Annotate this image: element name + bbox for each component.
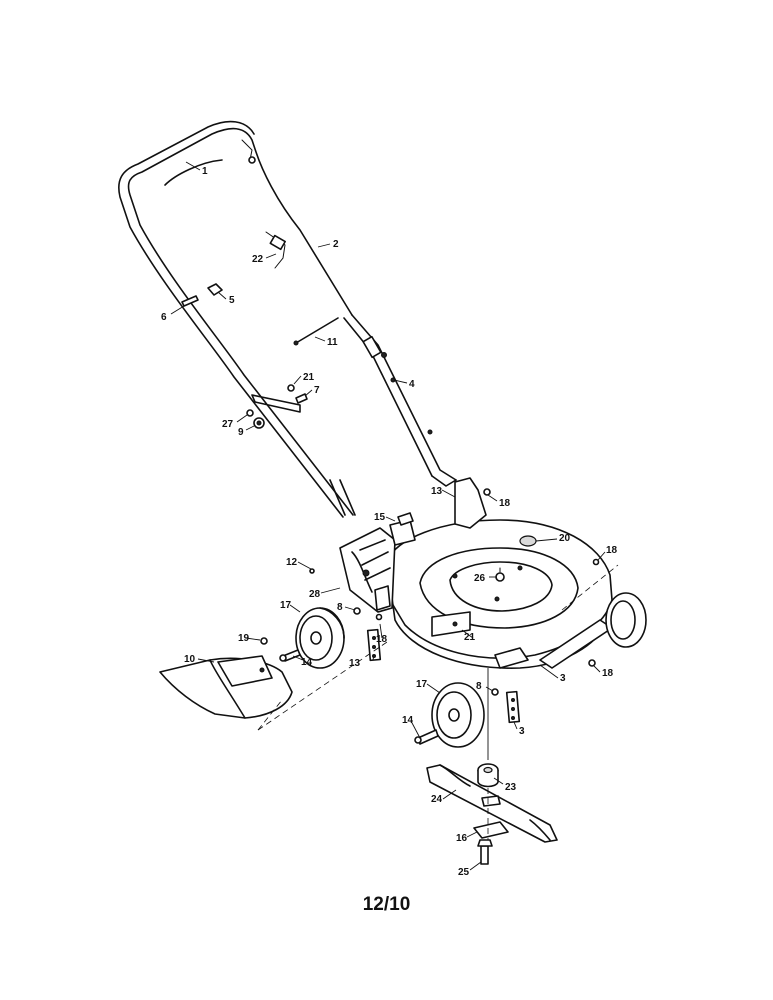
callout-14-rear: 14 [301, 657, 313, 668]
front-wheel-left [431, 682, 485, 748]
callout-5: 5 [229, 295, 235, 306]
rear-wheel [295, 607, 345, 669]
upper-handle [118, 120, 354, 518]
callout-3-bracket: 3 [519, 726, 525, 737]
handle-knob [181, 283, 223, 307]
callout-19: 19 [238, 633, 250, 644]
handle-rod [293, 317, 339, 346]
callout-8-rear: 8 [337, 602, 343, 613]
mower-deck [387, 519, 613, 669]
callout-22: 22 [252, 254, 264, 265]
callout-12: 12 [286, 557, 298, 568]
callout-numbers: 1 2 22 5 6 11 4 21 7 27 9 13 18 15 20 18… [161, 166, 618, 878]
axle-bolts [279, 607, 499, 745]
deck-screws [260, 488, 600, 667]
callout-13-upper: 13 [431, 486, 443, 497]
blade-bolt-and-stiffener [473, 821, 509, 865]
callout-18-rear: 18 [376, 634, 388, 645]
callout-13-lower: 13 [349, 658, 361, 669]
front-wheel-right [605, 592, 647, 648]
callout-20: 20 [559, 533, 571, 544]
callout-25: 25 [458, 867, 470, 878]
callout-26: 26 [474, 573, 486, 584]
blade-adapter [477, 763, 499, 788]
callout-leaders [170, 161, 606, 871]
callout-9: 9 [238, 427, 244, 438]
callout-10: 10 [184, 654, 196, 665]
mower-blade [426, 764, 558, 843]
callout-3-deck: 3 [560, 673, 566, 684]
callout-4: 4 [409, 379, 415, 390]
callout-17-rear: 17 [280, 600, 292, 611]
axle-brackets [366, 628, 521, 724]
callout-28: 28 [309, 589, 321, 600]
callout-7: 7 [314, 385, 320, 396]
callout-27: 27 [222, 419, 234, 430]
callout-17-front: 17 [416, 679, 428, 690]
lower-handle [251, 314, 457, 516]
callout-2: 2 [333, 239, 339, 250]
callout-15: 15 [374, 512, 386, 523]
callout-21-lower: 21 [464, 632, 476, 643]
callout-16: 16 [456, 833, 468, 844]
rear-bracket [339, 477, 487, 613]
callout-14-front: 14 [402, 715, 414, 726]
cable-tie [265, 231, 286, 269]
callout-18-lower: 18 [602, 668, 614, 679]
handle-hardware [246, 384, 308, 429]
callout-1: 1 [202, 166, 208, 177]
callout-8-front: 8 [476, 681, 482, 692]
assembly-lines [257, 564, 619, 840]
callout-21-upper: 21 [303, 372, 315, 383]
discharge-deflector [159, 655, 293, 719]
callout-11: 11 [327, 337, 338, 348]
page-code: 12/10 [362, 894, 411, 915]
callout-18-upper: 18 [499, 498, 511, 509]
callout-6: 6 [161, 312, 167, 323]
callout-18-right: 18 [606, 545, 618, 556]
callout-24: 24 [431, 794, 443, 805]
callout-23: 23 [505, 782, 517, 793]
